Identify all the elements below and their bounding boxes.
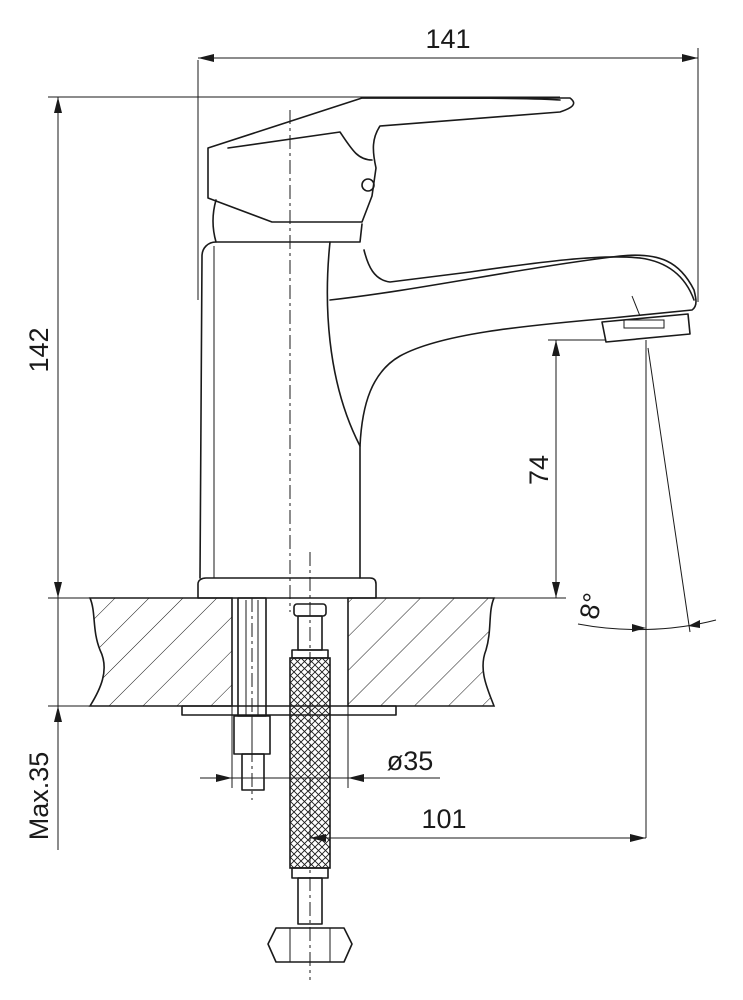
- aerator-slot: [623, 319, 665, 329]
- lever-screw: [361, 178, 375, 192]
- lever-tip-curve: [361, 97, 561, 101]
- lever-handle: [207, 97, 575, 223]
- dimension-max-deck-thickness: Max.35: [24, 598, 90, 850]
- overall-height-label: 142: [24, 327, 54, 372]
- countertop-section: [88, 597, 496, 716]
- dimension-spout-reach: 101: [310, 804, 646, 842]
- hose-union-nut: [267, 927, 353, 963]
- countertop-left-block: [88, 597, 233, 707]
- dimension-spout-height: 74: [494, 339, 606, 599]
- faucet-body: [197, 97, 697, 599]
- dimension-hole-diameter: ø35: [200, 706, 440, 788]
- center-lines: [251, 110, 311, 980]
- base-ring: [197, 577, 377, 599]
- cartridge-collar: [212, 199, 363, 243]
- hole-diameter-label: ø35: [387, 746, 434, 776]
- dimension-spout-angle: 8°: [574, 340, 717, 838]
- spout: [329, 254, 697, 447]
- body-column-left: [199, 241, 217, 579]
- dimension-overall-height: 142: [24, 96, 560, 599]
- spout-top-edge: [639, 257, 695, 301]
- spout-height-label: 74: [524, 455, 554, 485]
- aerator: [601, 313, 691, 343]
- spout-angle-label: 8°: [574, 590, 609, 622]
- aerator-lip: [631, 295, 641, 317]
- spout-upper-line: [363, 249, 641, 283]
- dimension-overall-width: 141: [197, 24, 699, 302]
- spout-reach-label: 101: [421, 804, 466, 834]
- max-deck-thickness-label: Max.35: [24, 752, 54, 841]
- mounting-plate: [181, 705, 397, 716]
- countertop-right-block: [347, 597, 496, 707]
- stud-end: [241, 753, 265, 791]
- overall-width-label: 141: [425, 24, 470, 54]
- lever-handle-bottom-line: [227, 131, 373, 161]
- body-column-right: [326, 241, 361, 579]
